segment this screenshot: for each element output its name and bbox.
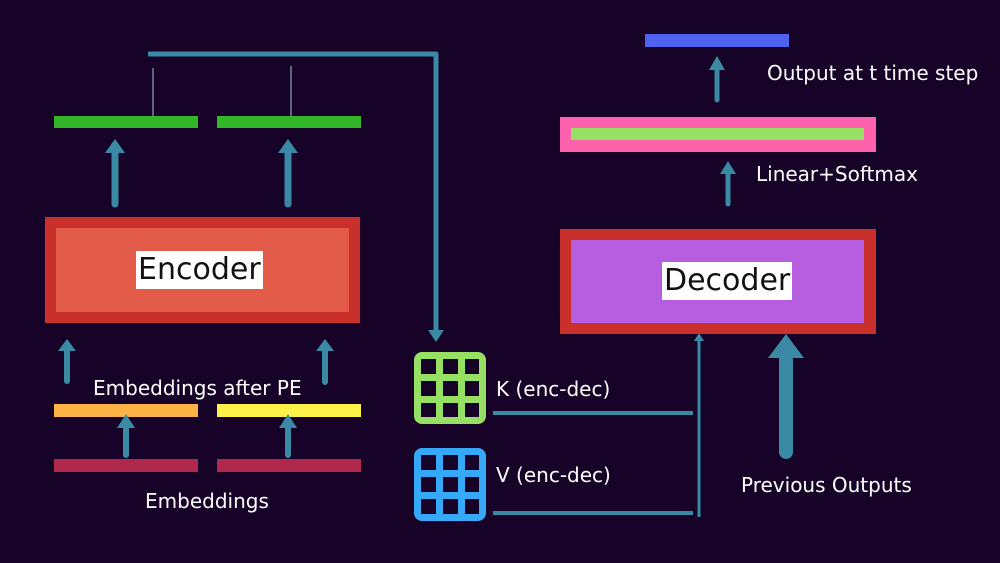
v-label: V (enc-dec): [496, 463, 611, 487]
encoder-to-kv-connector: [148, 51, 444, 342]
previous-outputs-label: Previous Outputs: [741, 473, 912, 497]
kv-to-decoder-arrow: [694, 333, 704, 517]
v-matrix-icon: [414, 448, 486, 521]
encoder-label: Encoder: [136, 251, 263, 289]
arrow-up-icon: [709, 56, 725, 103]
arrow-up-icon: [720, 161, 736, 207]
embedding-vector-2: [217, 459, 361, 472]
previous-outputs-arrow-icon: [768, 334, 804, 459]
arrow-up-icon: [279, 414, 297, 458]
embeddings-after-pe-label: Embeddings after PE: [93, 376, 302, 400]
decoder-label: Decoder: [662, 262, 793, 300]
arrow-up-icon: [117, 414, 135, 458]
output-label: Output at t time step: [767, 61, 979, 85]
embedding-vector-1: [54, 459, 198, 472]
k-label: K (enc-dec): [496, 377, 611, 401]
encoder-output-vector-2: [217, 116, 361, 128]
linear-softmax-label: Linear+Softmax: [756, 162, 918, 186]
arrow-up-icon: [316, 339, 334, 385]
embedding-pe-vector-1: [54, 404, 198, 417]
embedding-pe-vector-2: [217, 404, 361, 417]
arrow-up-icon: [105, 139, 125, 208]
output-vector: [645, 34, 789, 47]
encoder-output-vector-1: [54, 116, 198, 128]
embeddings-label: Embeddings: [145, 489, 269, 513]
arrow-up-icon: [278, 139, 298, 208]
linear-softmax-vector: [571, 128, 864, 140]
arrow-up-icon: [58, 339, 76, 384]
k-matrix-icon: [414, 352, 486, 424]
